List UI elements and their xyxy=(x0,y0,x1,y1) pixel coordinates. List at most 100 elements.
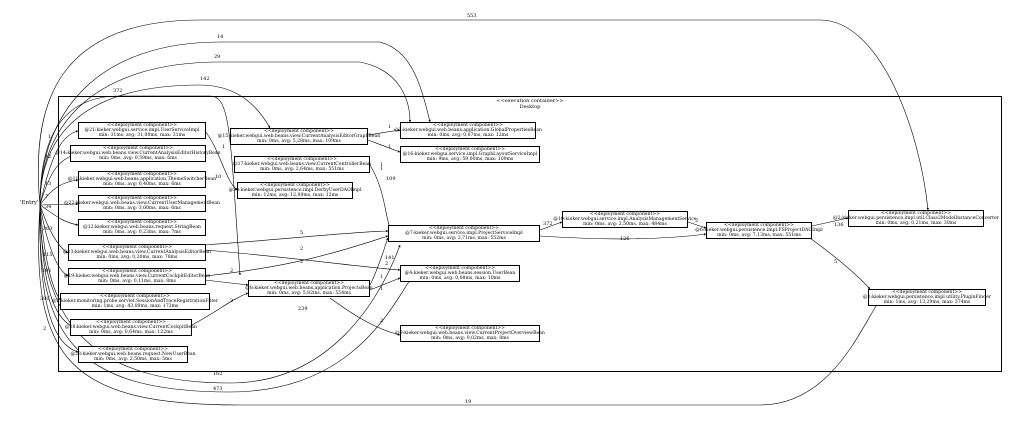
component-stereotype: <<deployment component>> xyxy=(99,293,171,299)
edge-c6-c2 xyxy=(811,217,849,227)
edge-label: 10 xyxy=(215,174,221,180)
component-name: @1:kieker.webgui.persistence.impl.utilit… xyxy=(863,294,991,300)
edge-c13-c4 xyxy=(204,249,401,272)
edge-label: 126 xyxy=(620,236,630,242)
edge-c8-c7 xyxy=(369,237,389,286)
component-box: <<deployment component>> @10:kieker.webg… xyxy=(553,211,697,228)
edge-label: 2 xyxy=(385,261,388,267)
component-box: <<deployment component>> @3:kieker.webgu… xyxy=(394,122,542,139)
edge-label: 191 xyxy=(42,268,52,274)
edge-entry-c11 xyxy=(39,179,79,206)
component-metrics: min: 0ms, avg: 0,20ms, max: 78ms xyxy=(96,255,178,261)
component-box: <<deployment component>> @7:kieker.webgu… xyxy=(388,225,540,242)
component-name: @2:kieker.webgui.persistence.impl.util.C… xyxy=(833,215,999,221)
component-box: <<deployment component>> @17:kieker.webg… xyxy=(233,156,371,173)
component-metrics: min: 0ms, avg: 0,59ms, max: 6ms xyxy=(99,156,177,162)
component-metrics: min: 0ms, avg: 3,00ms, max: 6ms xyxy=(103,206,181,212)
edge-entry-c21 xyxy=(39,130,79,206)
edge-c10-c6 xyxy=(687,221,707,229)
component-name: @6:kieker.webgui.persistence.impl.FSProj… xyxy=(695,227,823,233)
component-stereotype: <<deployment component>> xyxy=(106,219,178,225)
component-metrics: min: 12ms, avg: 12,00ms, max: 12ms xyxy=(251,193,339,199)
component-name: @18:kieker.webgui.web.beans.view.Current… xyxy=(65,324,197,330)
component-metrics: min: 0ms, avg: 5,82ms, max: 554ms xyxy=(267,291,351,297)
edge-label: 29 xyxy=(214,54,220,60)
edge-label: 553 xyxy=(467,13,477,19)
edge-label: 1 xyxy=(388,144,391,150)
component-name: @10:kieker.webgui.service.impl.AnalysisM… xyxy=(553,216,697,222)
edge-label: 12 xyxy=(45,154,51,160)
component-stereotype: <<deployment component>> xyxy=(891,289,963,295)
edge-entry-c22 xyxy=(39,202,79,206)
component-name: @4:kieker.webgui.web.beans.session.UserB… xyxy=(404,270,516,276)
edge-label: 34 xyxy=(45,204,51,210)
edge-entry-c13 xyxy=(39,204,69,254)
edge-label: 109 xyxy=(386,176,396,182)
component-box: <<deployment component>> @8:kieker.webgu… xyxy=(245,280,373,297)
component-name: @12:kieker.webgui.web.beans.request.Stri… xyxy=(83,224,201,230)
edge-label: 1 xyxy=(380,274,383,280)
component-stereotype: <<deployment component>> xyxy=(428,225,500,231)
edge-label: 1 xyxy=(222,144,225,150)
container-stereotype: <<execution container>> xyxy=(496,98,564,104)
component-name: @19:kieker.webgui.web.beans.view.Current… xyxy=(63,273,211,279)
component-box: <<deployment component>> @20:kieker.webg… xyxy=(229,182,361,199)
edge-label: 2 xyxy=(230,268,233,274)
component-metrics: min: 0ms, avg: 0,23ms, max: 7ms xyxy=(103,230,181,236)
edge-label: 2 xyxy=(230,298,233,304)
component-box: <<deployment component>> @13:kieker.webg… xyxy=(63,244,211,261)
edge-label: 1 xyxy=(380,162,383,168)
edge-c21-c20 xyxy=(204,130,238,191)
edge-c15-c3 xyxy=(367,129,401,136)
component-box: <<deployment component>> @15:kieker.webg… xyxy=(218,128,380,145)
edge-label: 239 xyxy=(298,306,308,312)
edge-entry-c19 xyxy=(39,204,69,277)
component-metrics: min: 0ms, avg: 0,07ms, max: 12ms xyxy=(427,133,509,139)
component-box: <<deployment component>> @6:kieker.webgu… xyxy=(695,222,823,239)
component-box: <<deployment component>> @12:kieker.webg… xyxy=(78,219,206,236)
component-metrics: min: 0ms, avg: 7,13ms, max: 551ms xyxy=(717,233,801,239)
edge-entry-c15 xyxy=(39,84,271,206)
edge-label: 7 xyxy=(45,194,48,200)
component-name: @8:kieker.webgui.web.beans.application.P… xyxy=(245,285,373,291)
component-stereotype: <<deployment component>> xyxy=(424,265,496,271)
edge-label: 2 xyxy=(695,218,698,224)
component-metrics: min: 31ms, avg: 31,00ms, max: 31ms xyxy=(98,133,186,139)
component-metrics: min: 0ms, avg: 0,02ms, max: 8ms xyxy=(431,336,509,342)
execution-container: <<execution container>> Desktop xyxy=(58,96,1002,372)
component-name: @5:kieker.monitoring.probe.servlet.Sessi… xyxy=(51,298,219,304)
edge-entry-c5 xyxy=(39,204,63,303)
component-metrics: min: 0ms, avg: 0,11ms, max: 8ms xyxy=(98,279,176,285)
component-stereotype: <<deployment component>> xyxy=(259,182,331,188)
edge-c8-c4 xyxy=(369,277,401,291)
component-name: @11:kieker.webgui.web.beans.application.… xyxy=(67,176,217,182)
component-stereotype: <<deployment component>> xyxy=(263,128,335,134)
edge-label: 2 xyxy=(300,259,303,265)
entry-node: 'Entry' xyxy=(20,200,39,206)
component-stereotype: <<deployment component>> xyxy=(106,171,178,177)
component-box: <<deployment component>> @5:kieker.monit… xyxy=(52,293,218,310)
container-name: Desktop xyxy=(519,104,541,110)
component-box: <<deployment component>> @18:kieker.webg… xyxy=(65,319,197,336)
edge-label: 141 xyxy=(385,255,395,261)
component-metrics: min: 1ms, avg: 43,09ms, max: 173ms xyxy=(91,304,179,310)
component-stereotype: <<deployment component>> xyxy=(723,222,795,228)
edge-label: 142 xyxy=(200,76,210,82)
edge-label: 19 xyxy=(465,399,471,405)
component-name: @23:kieker.webgui.web.beans.request.NewU… xyxy=(70,351,196,357)
edge-c15-c16 xyxy=(367,139,401,153)
component-metrics: min: 9ms, avg: 59,00ms, max: 109ms xyxy=(426,157,514,163)
edge-label: 1 xyxy=(48,134,51,140)
edge-label: 363 xyxy=(43,226,53,232)
component-metrics: min: 0ms, avg: 3,71ms, max: 552ms xyxy=(422,236,506,242)
edge-label: 14 xyxy=(217,34,223,40)
component-metrics: min: 0ms, avg: 0,64ms, max: 122ms xyxy=(89,330,173,336)
component-stereotype: <<deployment component>> xyxy=(273,280,345,286)
component-box: <<deployment component>> @16:kieker.webg… xyxy=(400,146,540,163)
edge-entry-c2 xyxy=(37,19,929,211)
edge-label: 372 xyxy=(113,88,123,94)
component-metrics: min: 0ms, avg: 0,21ms, max: 30ms xyxy=(875,221,957,227)
component-stereotype: <<deployment component>> xyxy=(106,122,178,128)
edge-label: 1 xyxy=(380,286,383,292)
edge-entry-c7-bottom xyxy=(39,204,401,384)
